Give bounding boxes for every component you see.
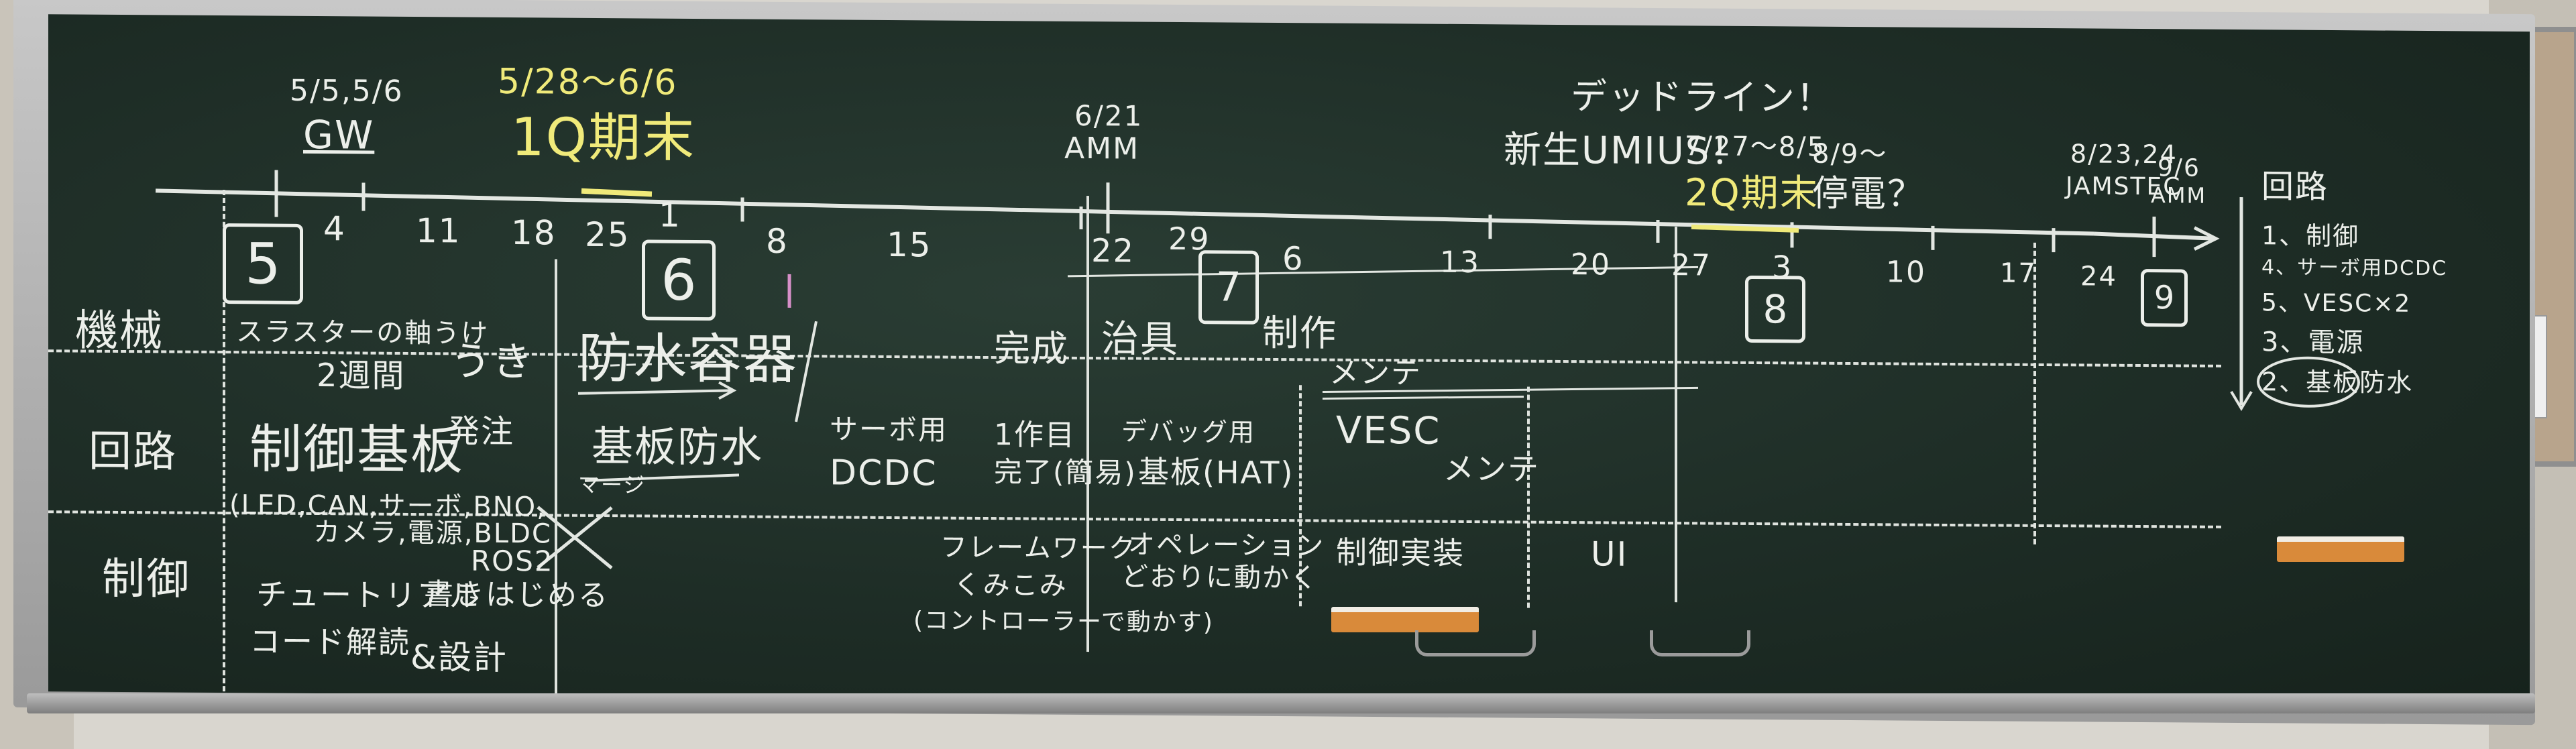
tick-label: 1: [659, 195, 681, 235]
mech-two-weeks: 2週間: [317, 357, 406, 395]
timeline-axis: [155, 170, 2360, 570]
control-operation: オペレーション: [1128, 529, 1325, 562]
divider-jun: [1086, 196, 1089, 652]
mech-waterproof: 防水容器: [578, 327, 798, 392]
board-handle[interactable]: [1415, 630, 1536, 656]
gw-label: GW: [303, 111, 375, 158]
control-integrate: くみこみ: [954, 569, 1068, 601]
circuit-dcdc: DCDC: [830, 453, 938, 494]
control-controller: (コントローラーで動かす): [913, 607, 1214, 637]
circuit-parts: (LED,CAN,サーボ,BNO,: [229, 489, 547, 523]
control-impl: 制御実装: [1336, 534, 1465, 571]
circuit-debug: デバッグ用: [1121, 416, 1256, 447]
circuit-merge: マージ: [578, 471, 647, 498]
mech-jig: 治具: [1101, 317, 1179, 362]
board-handle[interactable]: [1650, 630, 1750, 656]
tick-label: 27: [1671, 248, 1712, 283]
control-ui: UI: [1591, 534, 1628, 574]
chalkboard: 5/5,5/6 GW 5/28～6/6 1Q期末 6/21 AMM デッドライン…: [48, 14, 2530, 709]
q2-label: 2Q期末: [1685, 171, 1819, 216]
legend-item: 3、電源: [2261, 327, 2365, 359]
circuit-vesc: VESC: [1336, 408, 1441, 453]
amm-jun-label: AMM: [1064, 131, 1140, 166]
blackout-label: 停電？: [1812, 172, 1925, 215]
chalkboard-frame: 5/5,5/6 GW 5/28～6/6 1Q期末 6/21 AMM デッドライン…: [13, 0, 2535, 726]
control-design: &設計: [410, 638, 508, 678]
legend-item: 1、制御: [2261, 221, 2360, 251]
tick-label: 13: [1440, 245, 1480, 280]
week-box-8: 8: [1745, 275, 1805, 343]
tick-label: 4: [323, 209, 346, 249]
chalk-tray: [27, 693, 2535, 713]
circuit-done2: 完了(簡易): [994, 455, 1137, 489]
tick-label: 24: [2080, 261, 2117, 292]
legend-title: 回路: [2261, 168, 2329, 206]
divider-dash-b: [1527, 386, 1530, 608]
tick-label: 6: [1282, 240, 1304, 278]
q1-label: 1Q期末: [511, 107, 696, 169]
q1-dates: 5/28～6/6: [498, 61, 678, 103]
mech-make: 制作: [1262, 311, 1337, 355]
amm-sep-date: 9/6: [2158, 154, 2200, 182]
legend-item: 4、サーボ用DCDC: [2261, 255, 2448, 281]
mech-maint: メンテ: [1329, 355, 1422, 391]
circuit-ros: ROS2: [471, 544, 554, 578]
circuit-maint: メンテ: [1443, 450, 1540, 487]
week-box-9: 9: [2141, 269, 2188, 327]
circuit-ctrl-board: 制御基板: [249, 419, 465, 481]
blackout-date: 8/9～: [1812, 138, 1888, 170]
control-as-planned: どおりに動かく: [1121, 561, 1319, 594]
control-code: コード解読: [249, 623, 410, 661]
mech-float: うき: [451, 338, 534, 386]
eraser[interactable]: [2277, 536, 2404, 562]
control-framework: フレームワーク: [940, 532, 1137, 565]
circuit-board-wp: 基板防水: [592, 421, 764, 472]
tick-label: 10: [1886, 255, 1926, 290]
divider-1q: [555, 259, 557, 695]
tick-label: 17: [2000, 257, 2037, 289]
circuit-parts2: カメラ,電源,BLDC: [313, 516, 552, 550]
week-box-6: 6: [642, 239, 716, 321]
row-header-mech: 機械: [75, 306, 164, 357]
tick-label: 15: [887, 225, 932, 265]
legend-item: 5、VESC×2: [2261, 289, 2412, 318]
legend-item: 2、基板防水: [2261, 367, 2414, 398]
week-box-7: 7: [1198, 250, 1259, 325]
amm-jun-date: 6/21: [1074, 99, 1143, 133]
deadline-label: デッドライン！: [1571, 75, 1834, 119]
tick-label: 22: [1091, 232, 1135, 270]
amm-sep-label: AMM: [2151, 182, 2207, 209]
tick-label: 25: [585, 215, 630, 255]
tick-label: 8: [766, 221, 789, 261]
circuit-done1: 1作目: [994, 418, 1076, 453]
divider-aug: [1675, 227, 1677, 603]
gw-dates: 5/5,5/6: [290, 73, 404, 109]
row-header-control: 制御: [102, 554, 190, 605]
tick-label: 20: [1571, 247, 1611, 282]
circuit-hat: 基板(HAT): [1138, 453, 1294, 492]
eraser[interactable]: [1331, 607, 1479, 632]
q2-dates: 7/27～8/5: [1685, 131, 1826, 163]
circuit-order: 発注: [447, 412, 515, 451]
tick-label: 11: [416, 211, 461, 251]
control-start: 書きはじめる: [424, 577, 609, 614]
circuit-servo: サーボ用: [830, 412, 948, 447]
row-header-circuit: 回路: [89, 426, 177, 477]
mech-complete: 完成: [994, 327, 1069, 370]
tick-label: 18: [511, 213, 557, 253]
week-box-5: 5: [223, 223, 303, 304]
